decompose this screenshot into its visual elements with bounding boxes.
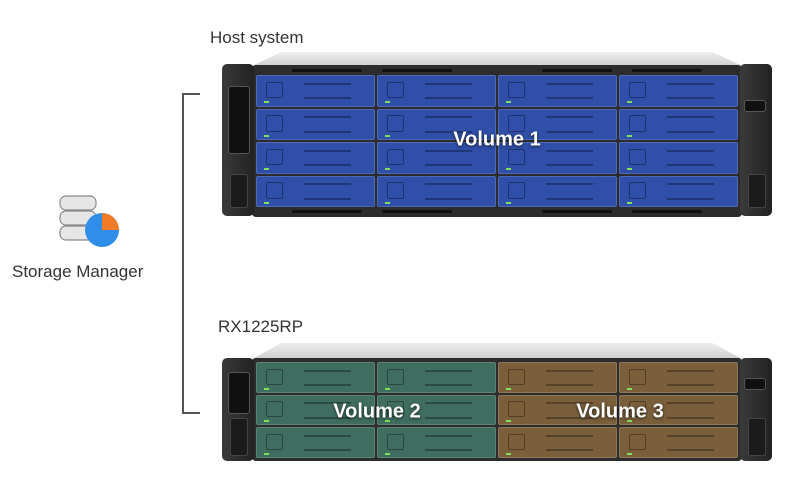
host-lid bbox=[252, 52, 742, 66]
expansion-drive-bay bbox=[619, 362, 738, 393]
bracket-bottom-tick bbox=[182, 412, 200, 414]
volume-3-label: Volume 3 bbox=[576, 400, 664, 423]
drive-status-led bbox=[627, 101, 633, 104]
host-drive-bay bbox=[256, 75, 375, 107]
expansion-drive-bay bbox=[256, 427, 375, 458]
host-drive-bay bbox=[377, 75, 496, 107]
host-drive-bay bbox=[619, 108, 738, 140]
drive-status-led bbox=[264, 101, 270, 104]
bracket-top-tick bbox=[182, 93, 200, 95]
host-drive-bay bbox=[498, 108, 617, 140]
expansion-drive-bay bbox=[256, 362, 375, 393]
host-drive-bay bbox=[619, 75, 738, 107]
host-drive-bay bbox=[619, 175, 738, 207]
drive-status-led bbox=[264, 168, 270, 171]
expansion-chassis bbox=[252, 358, 742, 461]
storage-manager-label: Storage Manager bbox=[12, 262, 144, 281]
host-nas-unit: Volume 1 bbox=[222, 52, 772, 218]
expansion-drive-bay bbox=[498, 362, 617, 393]
drive-status-led bbox=[506, 168, 512, 171]
drive-status-led bbox=[264, 387, 270, 390]
drive-status-led bbox=[506, 201, 512, 204]
drive-status-led bbox=[385, 452, 391, 455]
expansion-right-handle bbox=[748, 418, 766, 456]
drive-status-led bbox=[385, 134, 391, 137]
drive-status-led bbox=[385, 201, 391, 204]
drive-status-led bbox=[506, 134, 512, 137]
drive-status-led bbox=[627, 134, 633, 137]
host-left-handle bbox=[230, 174, 248, 208]
drive-status-led bbox=[506, 452, 512, 455]
host-drive-bay bbox=[498, 175, 617, 207]
drive-status-led bbox=[506, 420, 512, 423]
drive-status-led bbox=[385, 387, 391, 390]
expansion-model-badge bbox=[744, 378, 766, 390]
drive-status-led bbox=[264, 201, 270, 204]
storage-manager-icon bbox=[56, 190, 122, 250]
host-right-ear bbox=[740, 64, 772, 216]
host-drive-bay bbox=[498, 142, 617, 174]
expansion-lid bbox=[252, 343, 742, 359]
expansion-drive-bay bbox=[377, 427, 496, 458]
host-right-handle bbox=[748, 174, 766, 208]
expansion-left-ear bbox=[222, 358, 254, 461]
host-chassis bbox=[252, 65, 742, 217]
expansion-drive-bay bbox=[498, 394, 617, 426]
expansion-drive-bay bbox=[256, 394, 375, 426]
host-drive-bay bbox=[256, 175, 375, 207]
host-left-ear bbox=[222, 64, 254, 216]
expansion-right-ear bbox=[740, 358, 772, 461]
connection-bracket bbox=[182, 93, 184, 414]
expansion-control-panel bbox=[228, 372, 250, 414]
host-drive-bay bbox=[256, 142, 375, 174]
expansion-drive-bay bbox=[377, 394, 496, 426]
drive-status-led bbox=[264, 420, 270, 423]
drive-status-led bbox=[264, 452, 270, 455]
host-drive-bay bbox=[377, 175, 496, 207]
host-drive-bay bbox=[377, 142, 496, 174]
host-drive-bays bbox=[256, 75, 738, 207]
drive-status-led bbox=[627, 387, 633, 390]
host-system-label: Host system bbox=[210, 28, 304, 47]
drive-status-led bbox=[506, 101, 512, 104]
expansion-left-handle bbox=[230, 418, 248, 456]
drive-status-led bbox=[385, 168, 391, 171]
host-drive-bay bbox=[619, 142, 738, 174]
expansion-unit: Volume 2 Volume 3 bbox=[222, 343, 772, 463]
expansion-drive-bay bbox=[498, 427, 617, 458]
expansion-drive-bay bbox=[377, 362, 496, 393]
host-drive-bay bbox=[498, 75, 617, 107]
host-drive-bay bbox=[256, 108, 375, 140]
expansion-unit-label: RX1225RP bbox=[218, 317, 304, 336]
drive-status-led bbox=[627, 420, 633, 423]
drive-status-led bbox=[627, 168, 633, 171]
volume-1-label: Volume 1 bbox=[453, 128, 541, 151]
drive-status-led bbox=[385, 101, 391, 104]
volume-2-label: Volume 2 bbox=[333, 400, 421, 423]
drive-status-led bbox=[627, 452, 633, 455]
drive-status-led bbox=[385, 420, 391, 423]
expansion-drive-bays bbox=[256, 362, 738, 458]
expansion-drive-bay bbox=[619, 427, 738, 458]
drive-status-led bbox=[627, 201, 633, 204]
host-drive-bay bbox=[377, 108, 496, 140]
host-model-badge bbox=[744, 100, 766, 112]
expansion-drive-bay bbox=[619, 394, 738, 426]
drive-status-led bbox=[506, 387, 512, 390]
host-control-panel bbox=[228, 86, 250, 154]
drive-status-led bbox=[264, 134, 270, 137]
